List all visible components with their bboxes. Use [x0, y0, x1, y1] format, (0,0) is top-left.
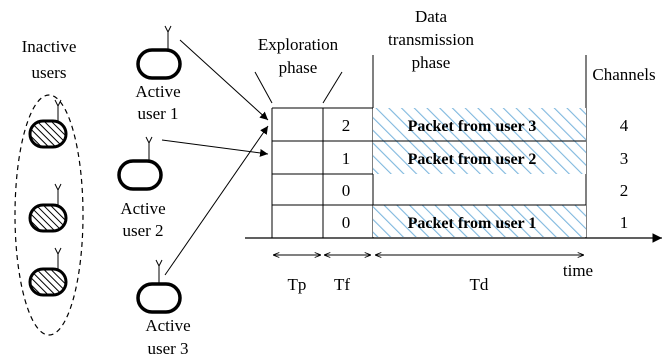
channel-number: 4 — [620, 116, 629, 135]
feedback-value: 0 — [342, 213, 351, 232]
inactive-users-group: Inactive users — [14, 37, 84, 336]
channels-header: Channels — [592, 65, 655, 84]
packet-slot-channel-1 — [373, 205, 586, 237]
exploration-phase-label-line1: Exploration — [258, 35, 339, 54]
inactive-user-icon — [28, 183, 68, 233]
tp-label: Tp — [288, 275, 307, 294]
user-2-arrow — [161, 139, 269, 157]
data-phase-label-line1: Data — [415, 7, 448, 26]
active-user-2-label-line2: user 2 — [122, 221, 163, 240]
user-3-arrow — [164, 125, 269, 276]
packet-slot-channel-3 — [373, 141, 586, 174]
exploration-left-guide — [254, 71, 273, 104]
active-user-1-icon — [136, 48, 182, 80]
active-user-2: Active user 2 — [117, 136, 166, 240]
inactive-user-icon — [28, 99, 68, 149]
active-user-3: Active user 3 — [136, 259, 191, 358]
channel-number: 2 — [620, 181, 629, 200]
channel-number: 3 — [620, 149, 629, 168]
active-user-2-icon — [117, 159, 163, 191]
data-phase-label-line3: phase — [412, 53, 451, 72]
packet-label: Packet from user 2 — [408, 151, 537, 168]
exploration-right-guide — [322, 71, 343, 104]
channel-number: 1 — [620, 213, 629, 232]
active-user-3-label-line1: Active — [145, 316, 190, 335]
data-phase-label-line2: transmission — [388, 30, 474, 49]
feedback-value: 2 — [342, 116, 351, 135]
active-user-3-label-line2: user 3 — [147, 339, 188, 358]
active-user-3-icon — [136, 282, 182, 314]
feedback-value: 1 — [342, 149, 351, 168]
td-label: Td — [470, 275, 489, 294]
time-axis-label: time — [563, 261, 593, 280]
active-user-1-label-line1: Active — [135, 82, 180, 101]
channel-grid: 2 1 0 0 Packet from user 3 Packet from u… — [271, 107, 629, 238]
user-1-arrow — [179, 39, 269, 121]
inactive-users-boundary — [14, 94, 84, 336]
active-user-2-label-line1: Active — [120, 199, 165, 218]
active-user-1: Active user 1 — [135, 25, 182, 123]
inactive-user-icon — [28, 247, 68, 297]
feedback-value: 0 — [342, 181, 351, 200]
inactive-users-title-line1: Inactive — [22, 37, 77, 56]
exploration-phase-label-line2: phase — [279, 58, 318, 77]
tf-label: Tf — [334, 275, 350, 294]
packet-slot-channel-4 — [373, 108, 586, 141]
packet-label: Packet from user 3 — [408, 118, 537, 135]
packet-label: Packet from user 1 — [408, 215, 537, 232]
inactive-users-title-line2: users — [32, 63, 67, 82]
active-user-1-label-line2: user 1 — [137, 104, 178, 123]
